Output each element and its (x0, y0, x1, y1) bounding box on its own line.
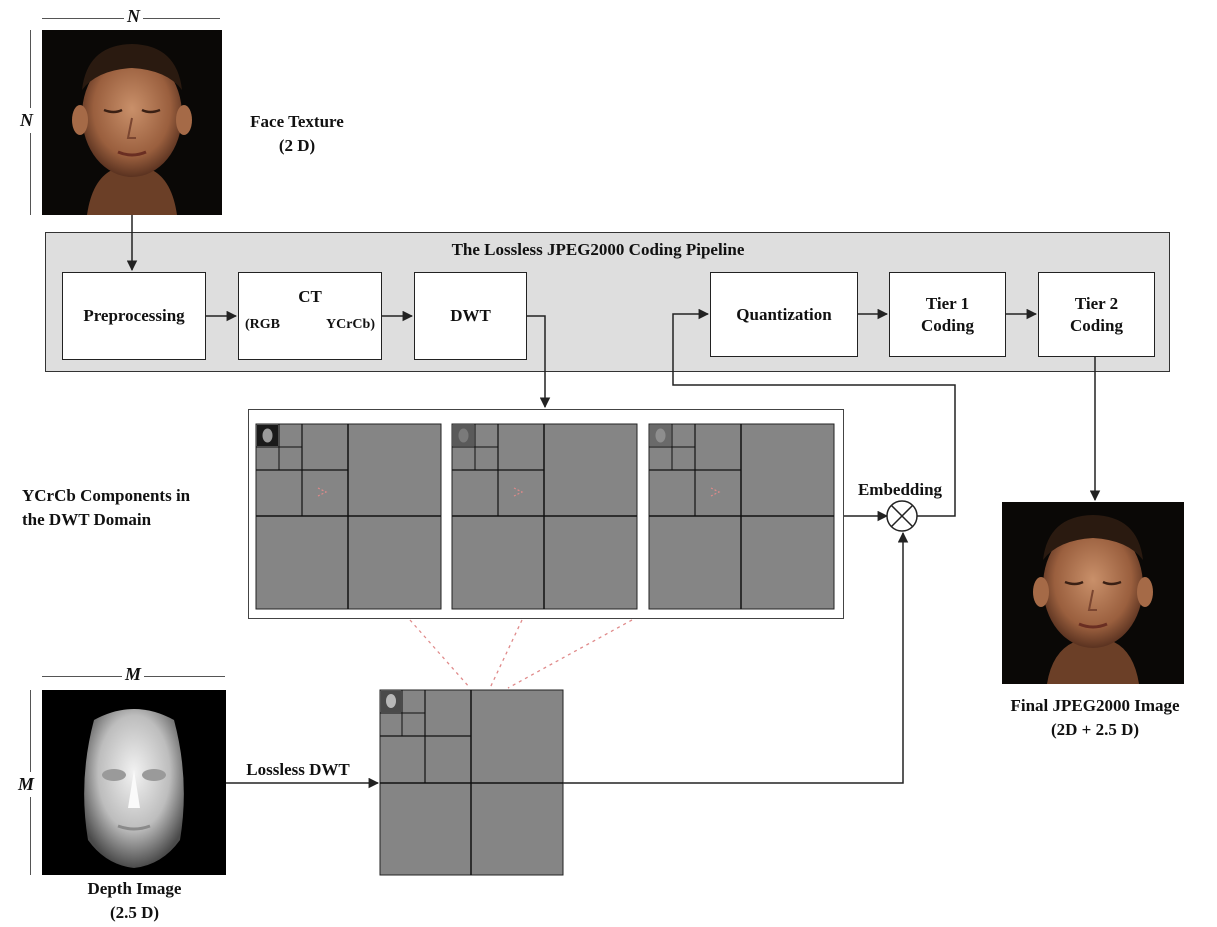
final-image-subtitle: (2D + 2.5 D) (1050, 720, 1140, 739)
subband-grid-cr (451, 423, 638, 610)
dwt-box: DWT (414, 272, 527, 360)
dwt-label: DWT (450, 306, 491, 325)
quantization-label: Quantization (736, 304, 832, 324)
depth-image (42, 690, 226, 875)
preprocessing-label: Preprocessing (83, 306, 185, 325)
tier1-box: Tier 1 Coding (889, 272, 1006, 357)
ct-title: CT (298, 287, 322, 306)
depth-height-label: M (18, 772, 35, 797)
final-jpeg2000-image (1002, 502, 1184, 684)
face-width-label: N (124, 6, 143, 27)
preprocessing-box: Preprocessing (62, 272, 206, 360)
lossless-dwt-label: Lossless DWT (246, 760, 350, 779)
embedding-operator-icon (886, 500, 918, 532)
face-texture-title: Face Texture (250, 112, 344, 131)
pipeline-title: The Lossless JPEG2000 Coding Pipeline (451, 240, 745, 259)
depth-image-label: Depth Image (2.5 D) (52, 877, 217, 925)
final-image-label: Final JPEG2000 Image (2D + 2.5 D) (995, 694, 1195, 742)
depth-image-title: Depth Image (87, 879, 182, 898)
final-image-drawing (1002, 502, 1184, 684)
subband-grid-y (255, 423, 442, 610)
ct-box: CT (RGB YCrCb) (238, 272, 382, 360)
tier2-line1: Tier 2 (1074, 293, 1119, 313)
face-texture-drawing (42, 30, 222, 215)
ct-to-label: YCrCb) (326, 317, 375, 332)
ct-from-label: (RGB (245, 317, 280, 332)
quantization-box: Quantization (710, 272, 858, 357)
face-height-label: N (20, 108, 33, 133)
pipeline-arrows (126, 215, 1101, 789)
embedding-label: Embedding (857, 480, 943, 499)
depth-image-subtitle: (2.5 D) (109, 903, 160, 922)
tier1-line2: Coding (921, 315, 974, 335)
depth-image-drawing (42, 690, 226, 875)
tier1-line1: Tier 1 (925, 293, 970, 313)
embedding-map-lines (409, 619, 633, 689)
face-texture-image (42, 30, 222, 215)
depth-dwt-grid (379, 689, 564, 876)
face-texture-label: Face Texture (2 D) (232, 110, 362, 158)
tier2-box: Tier 2 Coding (1038, 272, 1155, 357)
final-image-title: Final JPEG2000 Image (1010, 696, 1180, 715)
depth-width-label: M (122, 664, 145, 685)
face-texture-subtitle: (2 D) (278, 136, 316, 155)
tier2-line2: Coding (1070, 315, 1123, 335)
dwt-domain-label: YCrCb Components in the DWT Domain (22, 484, 252, 532)
subband-grid-cb (648, 423, 835, 610)
dwt-domain-line1: YCrCb Components in (22, 486, 191, 505)
dwt-domain-line2: the DWT Domain (22, 510, 152, 529)
